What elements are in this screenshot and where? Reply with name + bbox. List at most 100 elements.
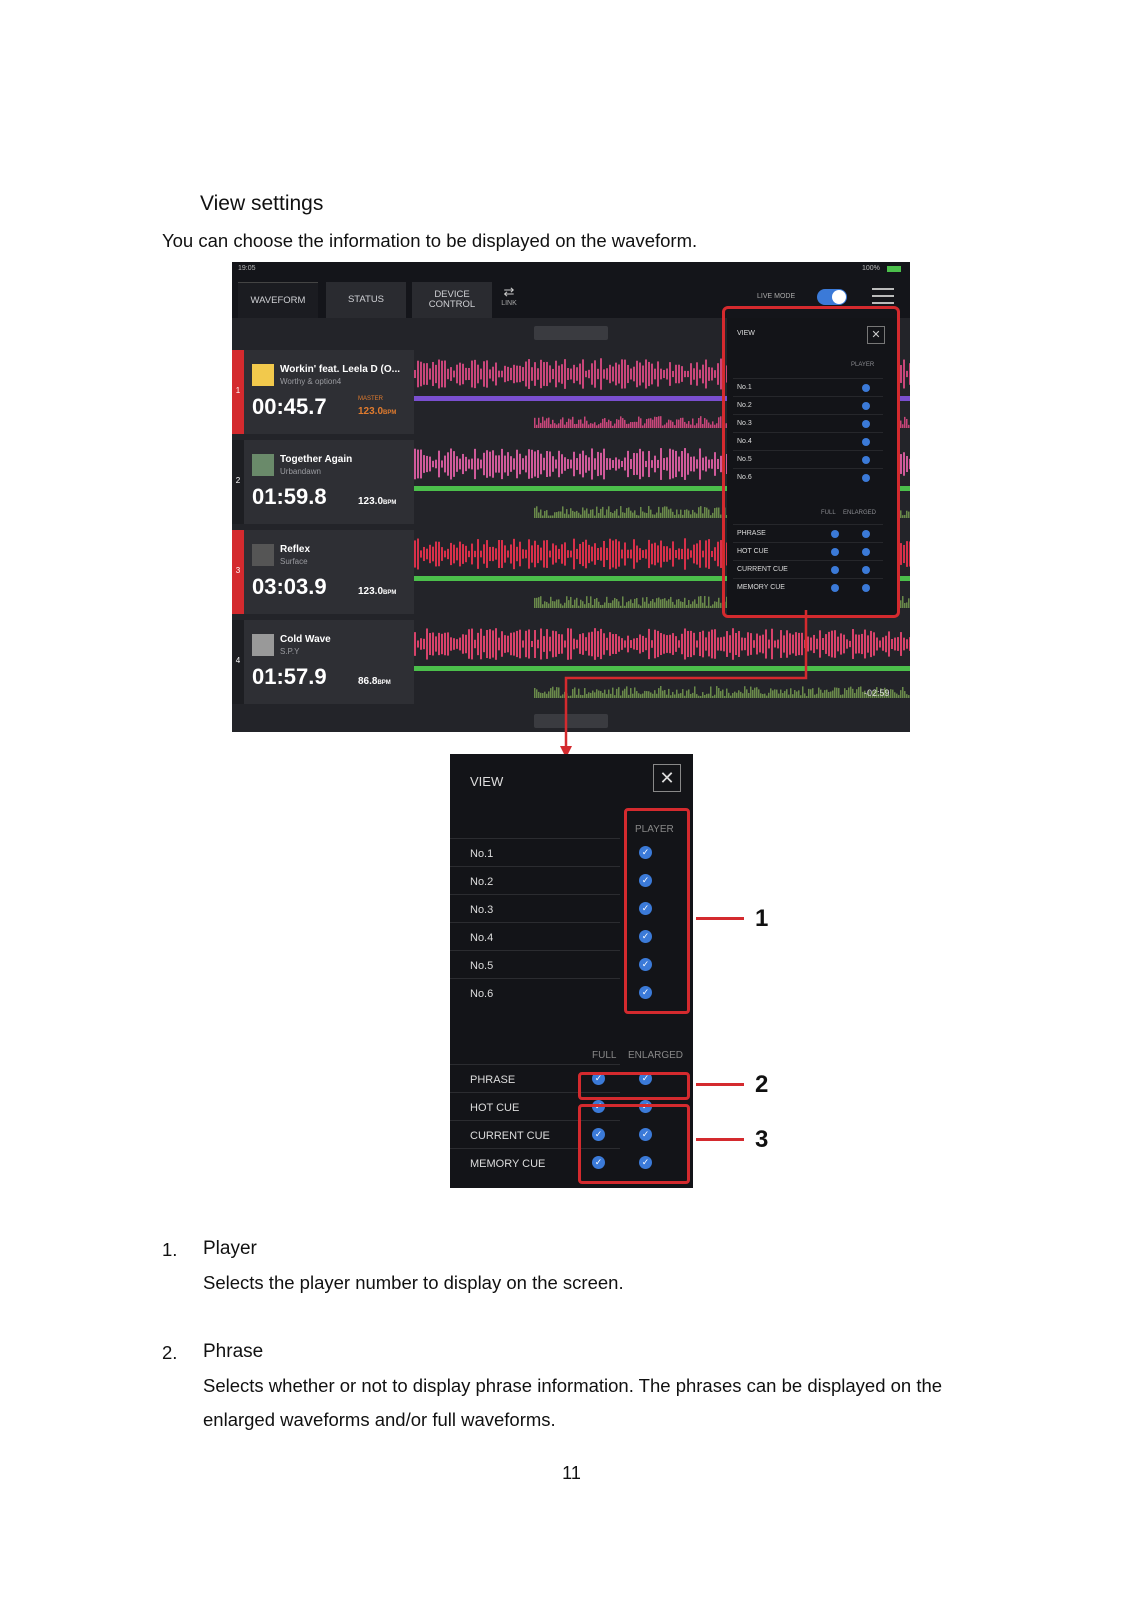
check-icon[interactable]: ✓: [639, 902, 652, 915]
player-row[interactable]: No.4: [733, 432, 883, 451]
full-waveform-bar: [668, 688, 670, 698]
check-icon[interactable]: ✓: [639, 958, 652, 971]
waveform-bar: [552, 543, 554, 565]
option-row[interactable]: HOT CUE: [450, 1092, 620, 1121]
menu-icon[interactable]: [872, 288, 894, 304]
waveform-bar: [507, 635, 509, 653]
full-waveform-bar: [718, 597, 720, 608]
check-icon[interactable]: [862, 530, 870, 538]
option-row[interactable]: PHRASE: [450, 1064, 620, 1093]
waveform-bar: [438, 632, 440, 656]
waveform-bar: [417, 449, 419, 479]
check-icon[interactable]: ✓: [592, 1072, 605, 1085]
waveform-bar: [669, 448, 671, 480]
option-label: CURRENT CUE: [470, 1130, 550, 1142]
full-waveform-bar: [844, 688, 846, 698]
check-icon[interactable]: [862, 420, 870, 428]
waveform-bar: [603, 633, 605, 655]
full-waveform-bar: [542, 693, 544, 698]
deck-3[interactable]: Reflex Surface 03:03.9 123.0BPM: [244, 530, 414, 614]
tab-waveform[interactable]: WAVEFORM: [238, 282, 318, 319]
waveform-bar: [828, 631, 830, 657]
full-waveform-bar: [690, 693, 692, 698]
waveform-bar: [699, 369, 701, 379]
expand-handle[interactable]: [534, 714, 608, 728]
waveform-bar: [762, 634, 764, 654]
player-row[interactable]: No.6: [733, 468, 883, 487]
option-row[interactable]: CURRENT CUE: [733, 560, 883, 579]
full-waveform-bar: [704, 694, 706, 698]
check-icon[interactable]: ✓: [639, 986, 652, 999]
close-icon[interactable]: ✕: [867, 326, 885, 344]
option-row[interactable]: MEMORY CUE: [733, 578, 883, 597]
check-icon[interactable]: [862, 584, 870, 592]
full-waveform-bar: [556, 424, 558, 428]
waveform-bar: [615, 457, 617, 471]
player-row[interactable]: No.6: [450, 978, 620, 1007]
check-icon[interactable]: [831, 548, 839, 556]
player-row[interactable]: No.5: [733, 450, 883, 469]
check-icon[interactable]: ✓: [592, 1128, 605, 1141]
option-label: MEMORY CUE: [737, 584, 785, 591]
check-icon[interactable]: [862, 474, 870, 482]
full-waveform-bar: [664, 598, 666, 608]
option-row[interactable]: CURRENT CUE: [450, 1120, 620, 1149]
full-waveform-bar: [642, 511, 644, 518]
check-icon[interactable]: ✓: [639, 1128, 652, 1141]
waveform-bar: [441, 633, 443, 655]
waveform-bar: [609, 632, 611, 656]
waveform-bar: [573, 451, 575, 477]
waveform-bar: [456, 456, 458, 472]
check-icon[interactable]: ✓: [639, 846, 652, 859]
player-row[interactable]: No.5: [450, 950, 620, 979]
check-icon[interactable]: [862, 384, 870, 392]
full-waveform-bar: [624, 688, 626, 698]
waveform-bar: [531, 640, 533, 648]
option-row[interactable]: MEMORY CUE: [450, 1148, 620, 1177]
check-icon[interactable]: ✓: [639, 930, 652, 943]
player-row[interactable]: No.1: [733, 378, 883, 397]
full-waveform-bar: [574, 687, 576, 698]
deck-2[interactable]: Together Again Urbandawn 01:59.8 123.0BP…: [244, 440, 414, 524]
deck-4[interactable]: Cold Wave S.P.Y 01:57.9 86.8BPM: [244, 620, 414, 704]
waveform-bar: [795, 632, 797, 656]
check-icon[interactable]: [862, 548, 870, 556]
full-waveform-bar: [702, 692, 704, 698]
option-row[interactable]: PHRASE: [733, 524, 883, 543]
player-row[interactable]: No.1: [450, 838, 620, 867]
waveform-bar: [594, 458, 596, 470]
tab-device-control[interactable]: DEVICE CONTROL: [412, 282, 492, 318]
full-waveform-bar: [626, 423, 628, 428]
full-waveform-bar: [608, 689, 610, 698]
waveform-bar: [414, 632, 416, 656]
player-row[interactable]: No.3: [733, 414, 883, 433]
waveform-bar: [738, 631, 740, 657]
check-icon[interactable]: [831, 530, 839, 538]
check-icon[interactable]: ✓: [592, 1156, 605, 1169]
check-icon[interactable]: [862, 438, 870, 446]
check-icon[interactable]: ✓: [639, 874, 652, 887]
full-waveform-bar: [554, 512, 556, 518]
waveform-bar: [633, 452, 635, 476]
close-icon[interactable]: ✕: [653, 764, 681, 792]
player-row[interactable]: No.2: [733, 396, 883, 415]
check-icon[interactable]: ✓: [639, 1156, 652, 1169]
tab-status[interactable]: STATUS: [326, 282, 406, 318]
check-icon[interactable]: [831, 566, 839, 574]
live-mode-toggle[interactable]: [817, 289, 847, 305]
check-icon[interactable]: [862, 566, 870, 574]
option-row[interactable]: HOT CUE: [733, 542, 883, 561]
player-row[interactable]: No.2: [450, 866, 620, 895]
player-row[interactable]: No.4: [450, 922, 620, 951]
link-button[interactable]: ⇄ LINK: [496, 284, 522, 307]
check-icon[interactable]: [831, 584, 839, 592]
player-row[interactable]: No.3: [450, 894, 620, 923]
full-waveform-bar: [650, 692, 652, 698]
check-icon[interactable]: ✓: [639, 1072, 652, 1085]
deck-1[interactable]: Workin' feat. Leela D (O... Worthy & opt…: [244, 350, 414, 434]
waveform-bar: [486, 540, 488, 568]
collapse-handle[interactable]: [534, 326, 608, 340]
waveform-bar: [516, 546, 518, 562]
check-icon[interactable]: [862, 402, 870, 410]
check-icon[interactable]: [862, 456, 870, 464]
